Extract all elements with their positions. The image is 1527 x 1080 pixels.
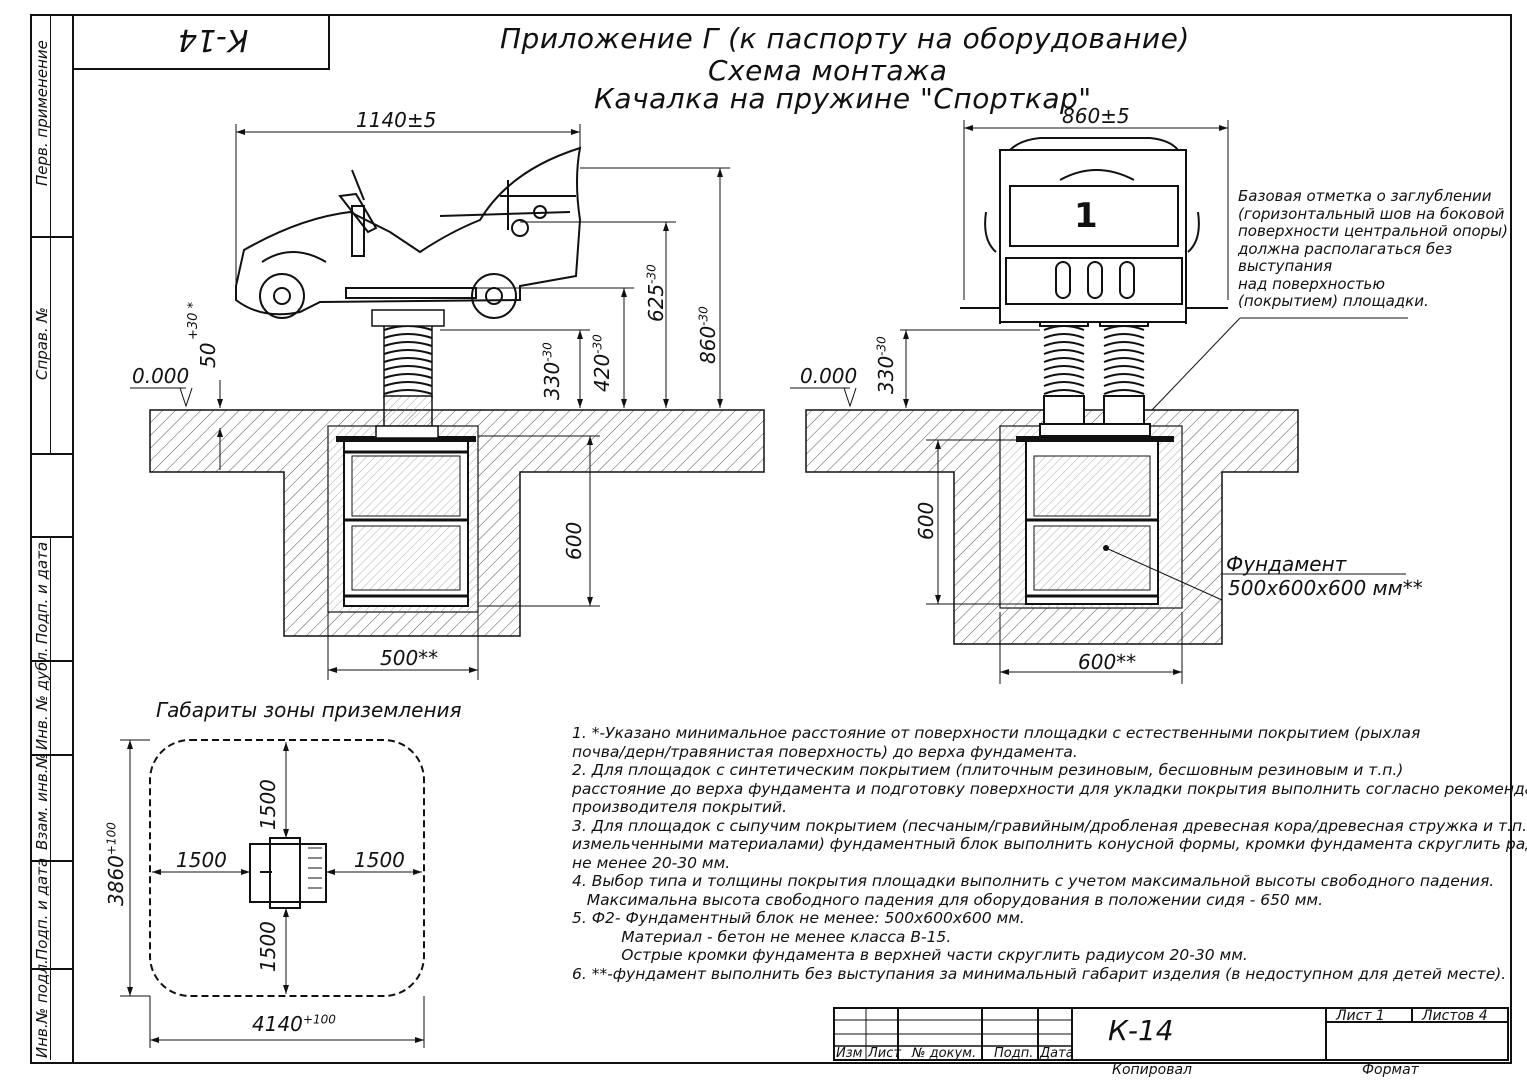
zone-dim-right: 1500 bbox=[354, 848, 405, 872]
stamp-copied: Копировал bbox=[1112, 1062, 1192, 1078]
front-spring bbox=[371, 309, 445, 439]
zone-title: Габариты зоны приземления bbox=[156, 698, 462, 722]
stamp-dokum: № докум. bbox=[912, 1046, 977, 1061]
stamp-format: Формат bbox=[1362, 1062, 1419, 1078]
annotation-line-7: (покрытием) площадки. bbox=[1238, 292, 1429, 310]
side-level: 0.000 bbox=[800, 364, 858, 388]
zone-height: 3860+100 bbox=[104, 822, 128, 906]
side-annotation: Базовая отметка о заглублении (горизонта… bbox=[1238, 187, 1508, 311]
side-car-body bbox=[960, 137, 1228, 324]
zone-dim-bottom: 1500 bbox=[256, 921, 280, 972]
side-dims bbox=[790, 120, 1408, 684]
stamp-grid bbox=[833, 1007, 1509, 1061]
zone-height-tol: +100 bbox=[104, 822, 119, 856]
note-line-14: 6. **-фундамент выполнить без выступания… bbox=[572, 964, 1507, 983]
side-dim-330-tol: -30 bbox=[874, 336, 889, 356]
stamp-sheet: Лист 1 bbox=[1336, 1008, 1385, 1024]
stamp-podp: Подп. bbox=[994, 1046, 1034, 1061]
stamp-code: К-14 bbox=[1108, 1014, 1174, 1047]
zone-dim-top: 1500 bbox=[256, 779, 280, 830]
note-line-5: производителя покрытий. bbox=[572, 798, 788, 816]
foundation-size: 500х600х600 мм** bbox=[1228, 576, 1423, 600]
annotation-line-1: Базовая отметка о заглублении bbox=[1238, 187, 1492, 205]
zone-width-val: 4140 bbox=[252, 1012, 303, 1036]
side-foundation-block bbox=[1016, 436, 1174, 605]
stamp-izm: Изм bbox=[836, 1046, 863, 1061]
foundation-label: Фундамент bbox=[1226, 552, 1347, 576]
front-dims bbox=[130, 124, 730, 680]
front-level: 0.000 bbox=[132, 364, 190, 388]
note-line-8: не менее 20-30 мм. bbox=[572, 853, 731, 872]
zone-height-val: 3860 bbox=[104, 855, 128, 906]
annotation-line-6: над поверхностью bbox=[1238, 274, 1386, 293]
title-line3: Качалка на пружине "Спорткар" bbox=[594, 82, 1092, 115]
front-dim-420: 420-30 bbox=[590, 334, 614, 392]
note-line-2: почва/дерн/травянистая поверхность) до в… bbox=[572, 742, 1078, 761]
front-car-body bbox=[235, 146, 582, 319]
code-box bbox=[72, 14, 330, 70]
note-line-4: расстояние до верха фундамента и подгото… bbox=[572, 779, 1527, 798]
title-line2: Схема монтажа bbox=[708, 54, 948, 87]
note-line-1: 1. *-Указано минимальное расстояние от п… bbox=[572, 724, 1421, 742]
front-dim-625-tol: -30 bbox=[644, 264, 659, 284]
landing-zone bbox=[149, 739, 425, 997]
stamp-sheets: Листов 4 bbox=[1422, 1008, 1488, 1024]
front-dim-860-tol: -30 bbox=[696, 306, 711, 326]
side-strip bbox=[30, 14, 74, 1064]
side-dim-600: 600 bbox=[914, 501, 938, 540]
front-dim-50-tol: +30 * bbox=[186, 301, 201, 340]
notes-block: 1. *-Указано минимальное расстояние от п… bbox=[572, 724, 1527, 983]
front-dim-330-val: 330 bbox=[540, 361, 564, 400]
side-dim-width: 860±5 bbox=[1062, 104, 1130, 128]
zone-width-tol: +100 bbox=[302, 1012, 336, 1027]
note-line-11: 5. Ф2- Фундаментный блок не менее: 500х6… bbox=[572, 909, 1025, 927]
note-line-3: 2. Для площадок с синтетическим покрытие… bbox=[572, 761, 1404, 779]
annotation-line-3: поверхности центральной опоры) bbox=[1238, 222, 1508, 240]
note-line-7: измельченными материалами) фундаментный … bbox=[572, 835, 1527, 853]
front-dim-625-val: 625 bbox=[644, 283, 668, 322]
front-dim-width: 1140±5 bbox=[356, 108, 437, 132]
front-dim-420-val: 420 bbox=[590, 353, 614, 392]
front-dim-860: 860-30 bbox=[696, 306, 720, 364]
front-dim-50: 50 bbox=[196, 342, 220, 368]
front-foundation-block bbox=[336, 436, 476, 607]
title-line1: Приложение Г (к паспорту на оборудование… bbox=[500, 22, 1190, 55]
zone-dim-left: 1500 bbox=[176, 848, 227, 872]
note-line-9: 4. Выбор типа и толщины покрытия площадк… bbox=[572, 872, 1495, 890]
stamp-data: Дата bbox=[1040, 1046, 1074, 1061]
annotation-line-5: выступания bbox=[1238, 257, 1333, 275]
front-dim-625: 625-30 bbox=[644, 264, 668, 322]
front-dim-600: 600 bbox=[562, 521, 586, 560]
front-dim-330-tol: -30 bbox=[540, 342, 555, 362]
annotation-line-2: (горизонтальный шов на боковой bbox=[1238, 204, 1505, 223]
note-line-12: Материал - бетон не менее класса В-15. bbox=[572, 927, 952, 946]
front-dim-860-val: 860 bbox=[696, 325, 720, 364]
landing-zone-dims bbox=[120, 739, 425, 1048]
annotation-line-4: должна располагаться без bbox=[1238, 239, 1453, 258]
side-dim-330-val: 330 bbox=[874, 355, 898, 394]
side-dim-330: 330-30 bbox=[874, 336, 898, 394]
note-line-6: 3. Для площадок с сыпучим покрытием (пес… bbox=[572, 816, 1527, 835]
front-dim-420-tol: -30 bbox=[590, 334, 605, 354]
zone-width: 4140+100 bbox=[252, 1012, 336, 1036]
drawing-frame bbox=[72, 14, 1512, 1064]
note-line-13: Острые кромки фундамента в верхней части… bbox=[572, 946, 1248, 964]
side-dim-600-bottom: 600** bbox=[1078, 650, 1137, 674]
side-seat-number: 1 bbox=[1074, 196, 1098, 236]
note-line-10: Максимальна высота свободного падения дл… bbox=[572, 890, 1324, 909]
stamp-list: Лист bbox=[868, 1046, 901, 1061]
front-dim-500: 500** bbox=[380, 646, 439, 670]
front-dim-330: 330-30 bbox=[540, 342, 564, 400]
